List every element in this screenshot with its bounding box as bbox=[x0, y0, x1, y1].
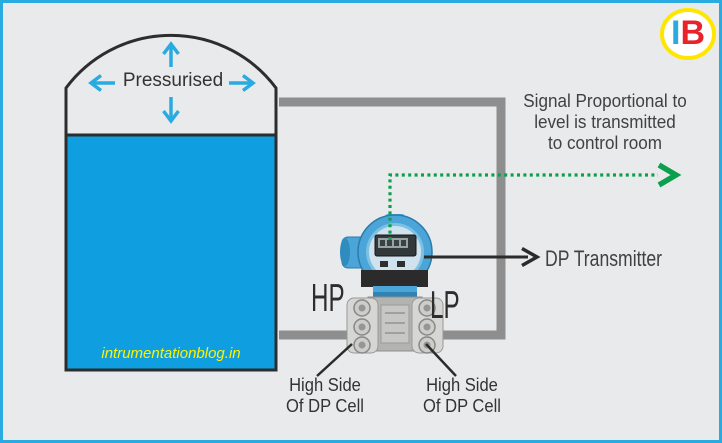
pressure-arrow-right-icon bbox=[229, 74, 256, 92]
dp-transmitter-label: DP Transmitter bbox=[545, 246, 663, 271]
callout-line-right bbox=[425, 343, 457, 377]
logo-letter-b: B bbox=[680, 14, 705, 52]
dp-transmitter-device bbox=[340, 214, 444, 354]
hp-side-label: HP bbox=[311, 277, 345, 320]
transmitter-display-screen bbox=[378, 238, 408, 248]
storage-tank bbox=[64, 33, 278, 372]
callout-left-line2: Of DP Cell bbox=[286, 396, 364, 416]
display-digit bbox=[394, 240, 399, 246]
callout-right-line2: Of DP Cell bbox=[423, 396, 501, 416]
signal-note-line3: to control room bbox=[547, 133, 663, 153]
pressure-arrow-down-icon bbox=[162, 97, 180, 124]
transmitter-button bbox=[397, 261, 405, 267]
transmitter-side-cap-end bbox=[340, 238, 350, 266]
black-arrowhead-icon bbox=[521, 246, 541, 268]
callout-left: High Side Of DP Cell bbox=[281, 375, 369, 417]
pressurised-label: Pressurised bbox=[122, 70, 224, 91]
transmitter-neck-stripe bbox=[373, 292, 417, 297]
watermark-text: intrumentationblog.in bbox=[101, 345, 241, 362]
manifold-plate-line bbox=[385, 332, 405, 334]
callout-left-line1: High Side bbox=[289, 375, 361, 395]
transmitter-label-band bbox=[361, 270, 428, 287]
logo-letter-i: I bbox=[670, 14, 681, 52]
transmitter-button bbox=[380, 261, 388, 267]
manifold-bolts bbox=[353, 299, 436, 354]
tank-liquid bbox=[64, 133, 278, 372]
pressure-arrow-up-icon bbox=[162, 41, 180, 67]
manifold-plate-line bbox=[385, 312, 405, 314]
callout-right-line1: High Side bbox=[426, 375, 498, 395]
callout-right: High Side Of DP Cell bbox=[418, 375, 506, 417]
manifold-plate-line bbox=[385, 322, 405, 324]
signal-dotted-line bbox=[388, 173, 658, 240]
signal-path bbox=[388, 162, 682, 240]
logo-monogram: IB bbox=[662, 13, 714, 54]
signal-note-line1: Signal Proportional to bbox=[523, 91, 687, 111]
pressure-arrow-left-icon bbox=[88, 74, 115, 92]
signal-arrowhead-icon bbox=[657, 162, 682, 188]
dp-transmitter-pointer bbox=[424, 246, 541, 268]
pressure-arrows bbox=[88, 41, 256, 124]
display-digit bbox=[380, 240, 385, 246]
logo-ring bbox=[660, 8, 716, 60]
display-digit bbox=[401, 240, 406, 246]
signal-note: Signal Proportional to level is transmit… bbox=[508, 91, 702, 154]
signal-note-line2: level is transmitted bbox=[534, 112, 676, 132]
display-digit bbox=[387, 240, 392, 246]
lp-side-label: LP bbox=[430, 284, 460, 327]
callout-line-left bbox=[316, 343, 353, 377]
